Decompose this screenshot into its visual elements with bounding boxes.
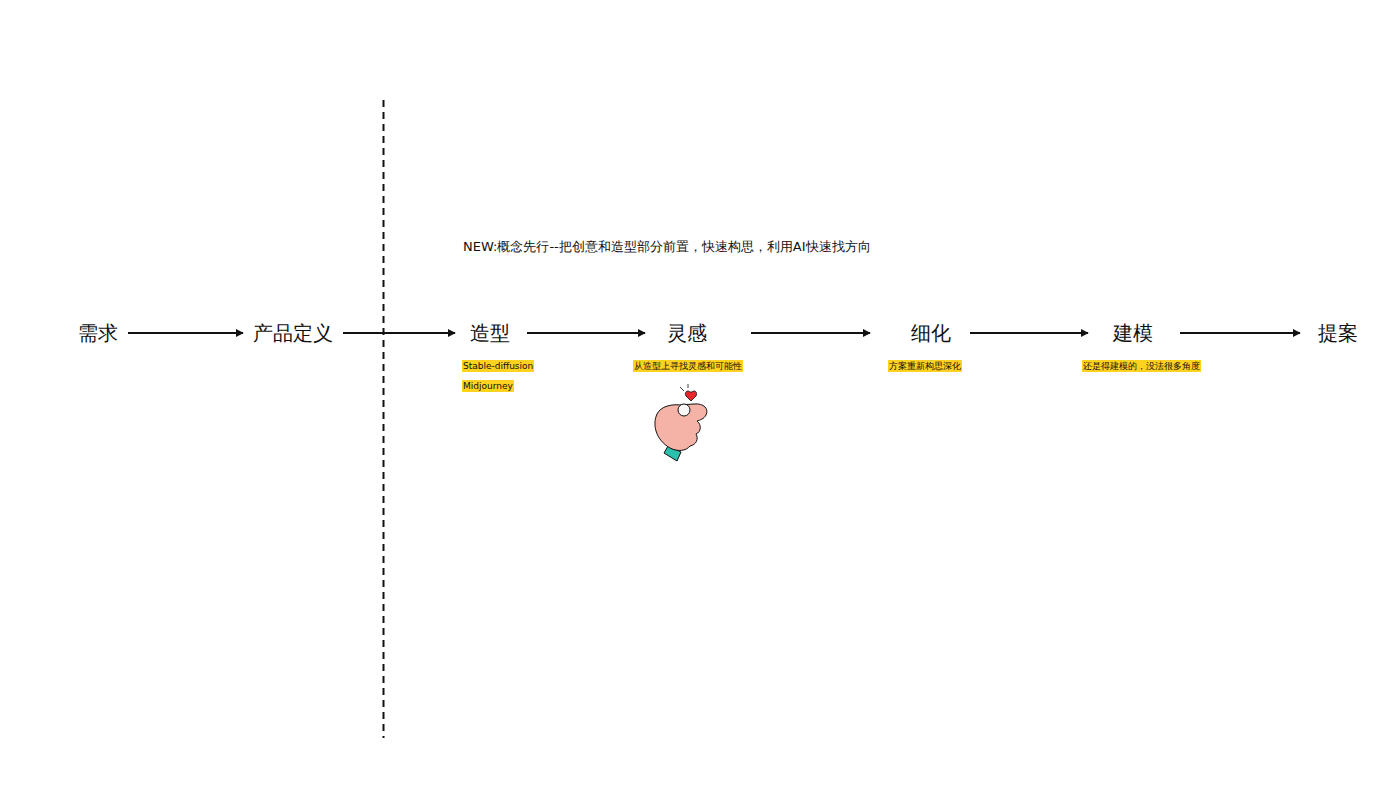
tool-tag: Stable-diffusion <box>462 360 534 372</box>
step-note: 还是得建模的，没法很多角度 <box>1082 360 1201 372</box>
step-note: 从造型上寻找灵感和可能性 <box>633 360 743 372</box>
flow-arrow <box>1180 332 1300 334</box>
step-node: 细化 <box>905 318 957 348</box>
step-node: 需求 <box>72 318 124 348</box>
step-label: 产品定义 <box>253 320 333 346</box>
step-node: 造型 <box>464 318 516 348</box>
step-label: 造型 <box>470 320 510 346</box>
flow-arrow <box>128 332 243 334</box>
flow-arrow <box>343 332 455 334</box>
tool-tag: Midjourney <box>462 380 514 392</box>
step-label: 灵感 <box>667 320 707 346</box>
step-label: 细化 <box>911 320 951 346</box>
hand-illustration <box>655 384 707 461</box>
note-text: NEW:概念先行--把创意和造型部分前置，快速构思，利用AI快速找方向 <box>463 239 871 255</box>
divider-line <box>383 100 385 738</box>
step-node: 产品定义 <box>247 318 339 348</box>
step-label: 需求 <box>78 320 118 346</box>
step-node: 建模 <box>1107 318 1159 348</box>
flow-arrow <box>527 332 645 334</box>
step-note: 方案重新构思深化 <box>888 360 962 372</box>
flow-arrow <box>970 332 1088 334</box>
step-node: 提案 <box>1312 318 1364 348</box>
step-label: 提案 <box>1318 320 1358 346</box>
step-label: 建模 <box>1113 320 1153 346</box>
flow-arrow <box>751 332 870 334</box>
step-node: 灵感 <box>661 318 713 348</box>
